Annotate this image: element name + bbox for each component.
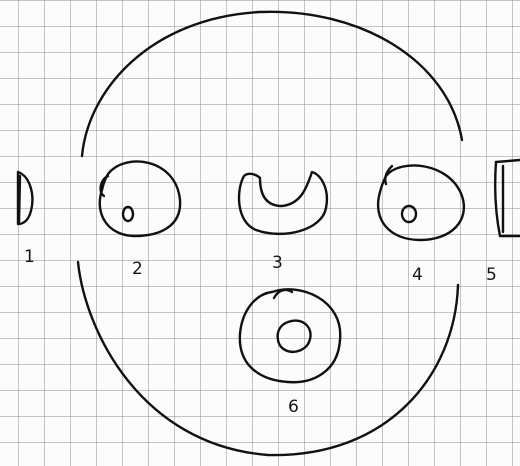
part-6-lower-ring — [240, 289, 340, 382]
label-5: 5 — [486, 265, 497, 285]
label-6: 6 — [288, 397, 299, 417]
part-2-left-eye — [100, 161, 180, 236]
part-3-u-shape — [239, 172, 327, 234]
label-4: 4 — [412, 265, 423, 285]
part-5-right-ear — [495, 160, 520, 236]
label-2: 2 — [132, 259, 143, 279]
part-4-right-eye — [378, 165, 464, 240]
label-1: 1 — [24, 247, 35, 267]
face-outline-upper — [82, 12, 462, 156]
label-3: 3 — [272, 253, 283, 273]
part-1-left-ear — [18, 172, 32, 224]
face-outline-lower — [78, 262, 458, 455]
